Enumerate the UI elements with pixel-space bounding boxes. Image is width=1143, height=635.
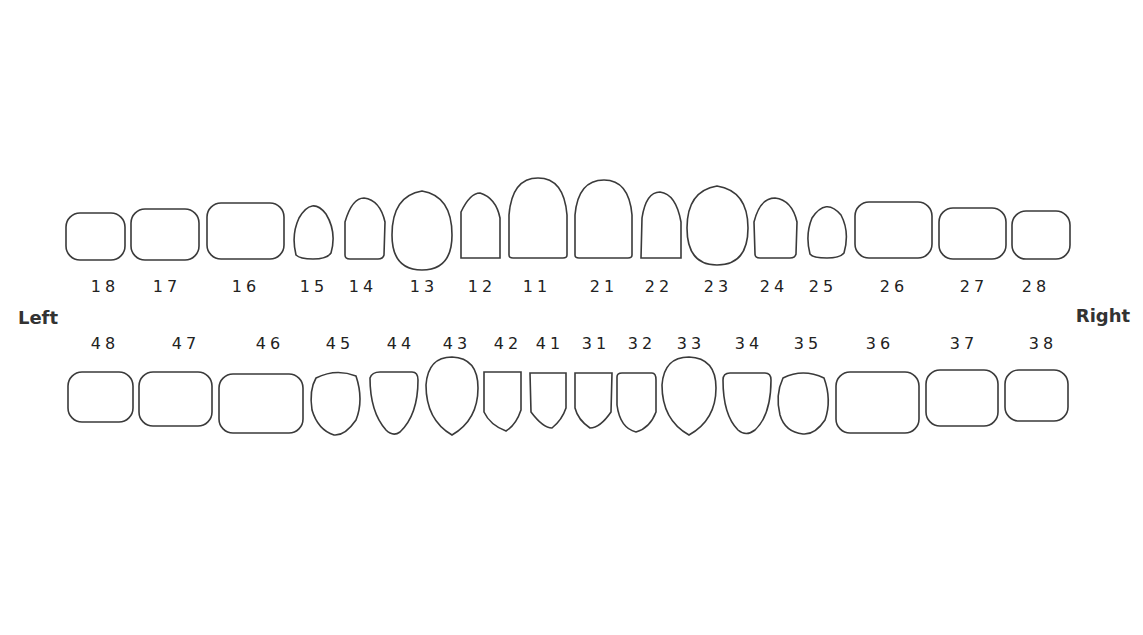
tooth-outline bbox=[617, 373, 656, 432]
tooth-number: 34 bbox=[731, 336, 763, 352]
tooth-number: 45 bbox=[322, 336, 354, 352]
tooth-number: 42 bbox=[490, 336, 522, 352]
tooth-outline bbox=[855, 202, 932, 258]
tooth-outline bbox=[808, 207, 846, 258]
tooth-outline bbox=[641, 192, 681, 258]
tooth-outline bbox=[754, 198, 797, 258]
tooth-outline bbox=[392, 191, 452, 270]
tooth-number: 47 bbox=[168, 336, 200, 352]
tooth-outline bbox=[370, 372, 418, 434]
tooth-outline bbox=[575, 373, 612, 428]
tooth-number: 18 bbox=[87, 279, 119, 295]
tooth-number: 24 bbox=[756, 279, 788, 295]
tooth-number: 31 bbox=[578, 336, 610, 352]
tooth-outline bbox=[66, 213, 125, 260]
tooth-outline bbox=[509, 178, 567, 258]
tooth-number: 37 bbox=[946, 336, 978, 352]
tooth-number: 23 bbox=[700, 279, 732, 295]
tooth-outline bbox=[484, 372, 521, 431]
tooth-number: 43 bbox=[439, 336, 471, 352]
tooth-outline bbox=[219, 374, 303, 433]
tooth-number: 27 bbox=[956, 279, 988, 295]
tooth-outline bbox=[311, 372, 360, 435]
tooth-outline bbox=[345, 198, 385, 259]
tooth-number: 12 bbox=[464, 279, 496, 295]
tooth-number: 33 bbox=[673, 336, 705, 352]
tooth-outline bbox=[426, 357, 478, 435]
side-label: Left bbox=[18, 309, 58, 327]
tooth-outline bbox=[139, 372, 212, 426]
tooth-outline bbox=[131, 209, 199, 260]
tooth-outline bbox=[294, 206, 333, 259]
tooth-number: 22 bbox=[641, 279, 673, 295]
tooth-number: 35 bbox=[790, 336, 822, 352]
tooth-number: 21 bbox=[586, 279, 618, 295]
tooth-number: 16 bbox=[228, 279, 260, 295]
tooth-outline bbox=[836, 372, 919, 433]
tooth-number: 15 bbox=[296, 279, 328, 295]
tooth-number: 25 bbox=[805, 279, 837, 295]
tooth-number: 14 bbox=[345, 279, 377, 295]
tooth-outline bbox=[461, 193, 500, 258]
tooth-outline bbox=[1012, 211, 1070, 259]
side-label: Right bbox=[1076, 307, 1130, 325]
tooth-number: 28 bbox=[1018, 279, 1050, 295]
tooth-outline bbox=[68, 372, 133, 422]
tooth-number: 48 bbox=[87, 336, 119, 352]
tooth-number: 38 bbox=[1025, 336, 1057, 352]
tooth-number: 32 bbox=[624, 336, 656, 352]
tooth-outline bbox=[1005, 370, 1068, 421]
tooth-number: 41 bbox=[532, 336, 564, 352]
tooth-number: 26 bbox=[876, 279, 908, 295]
tooth-outline bbox=[662, 357, 716, 435]
tooth-outline bbox=[926, 370, 998, 426]
tooth-outline bbox=[939, 208, 1006, 259]
tooth-number: 46 bbox=[252, 336, 284, 352]
tooth-number: 36 bbox=[862, 336, 894, 352]
tooth-outline bbox=[687, 186, 748, 265]
tooth-number: 13 bbox=[406, 279, 438, 295]
tooth-number: 17 bbox=[149, 279, 181, 295]
tooth-outline bbox=[530, 373, 566, 428]
tooth-outline bbox=[575, 180, 632, 258]
tooth-number: 44 bbox=[383, 336, 415, 352]
tooth-outline bbox=[723, 373, 771, 434]
tooth-number: 11 bbox=[519, 279, 551, 295]
tooth-outline bbox=[778, 373, 828, 434]
tooth-outline bbox=[207, 203, 284, 259]
